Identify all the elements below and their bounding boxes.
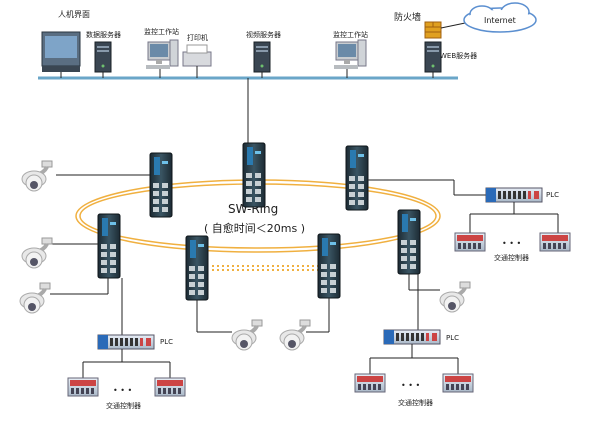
controller-bottom-right-label: 交通控制器 xyxy=(398,398,433,407)
firewall-icon xyxy=(424,21,442,39)
camera-icon xyxy=(20,159,54,193)
controller-icon xyxy=(442,373,474,393)
camera-icon xyxy=(278,318,312,352)
switch-top-left xyxy=(149,152,173,218)
ellipsis-bottom-right: • • • xyxy=(401,381,420,390)
hmi-label: 人机界面 xyxy=(58,9,90,19)
video-server-icon xyxy=(253,41,271,73)
controller-icon xyxy=(454,232,486,252)
hmi-panel xyxy=(41,31,81,72)
monitor-station-2-label: 监控工作站 xyxy=(333,30,368,39)
camera-icon xyxy=(438,280,472,314)
controller-right-label: 交通控制器 xyxy=(494,253,529,262)
web-server-icon xyxy=(424,41,442,73)
controller-icon xyxy=(354,373,386,393)
controller-left-label: 交通控制器 xyxy=(106,401,141,410)
plc-bottom-right-icon xyxy=(383,329,441,345)
internet-cloud-icon xyxy=(463,2,537,33)
monitor-station-1-icon xyxy=(145,39,179,70)
camera-icon xyxy=(230,318,264,352)
switch-top-center xyxy=(242,142,266,208)
monitor-station-2-icon xyxy=(333,39,367,70)
data-server-label: 数据服务器 xyxy=(86,30,121,39)
plc-bottom-right-label: PLC xyxy=(446,334,459,342)
ellipsis-right: • • • xyxy=(502,239,521,248)
controller-icon xyxy=(539,232,571,252)
ring-subtitle: ( 自愈时间＜20ms ) xyxy=(204,221,305,235)
video-server-label: 视频服务器 xyxy=(246,30,281,39)
web-server-label: WEB服务器 xyxy=(440,51,477,60)
camera-icon xyxy=(20,236,54,270)
controller-icon xyxy=(154,377,186,397)
switch-left xyxy=(97,213,121,279)
internet-label: Internet xyxy=(484,16,516,25)
printer-icon xyxy=(182,44,212,67)
firewall-label: 防火墙 xyxy=(394,11,421,23)
monitor-station-1-label: 监控工作站 xyxy=(144,27,179,36)
printer-label: 打印机 xyxy=(187,33,208,42)
plc-right-icon xyxy=(485,187,543,203)
switch-bottom-right xyxy=(317,233,341,299)
switch-top-right xyxy=(345,145,369,211)
plc-left-icon xyxy=(97,334,155,350)
switch-right xyxy=(397,209,421,275)
plc-left-label: PLC xyxy=(160,338,173,346)
ring-title: SW-Ring xyxy=(228,202,278,216)
data-server-icon xyxy=(94,41,112,73)
ellipsis-left: • • • xyxy=(113,386,132,395)
plc-right-label: PLC xyxy=(546,191,559,199)
camera-icon xyxy=(18,281,52,315)
controller-icon xyxy=(67,377,99,397)
switch-bottom-left xyxy=(185,235,209,301)
